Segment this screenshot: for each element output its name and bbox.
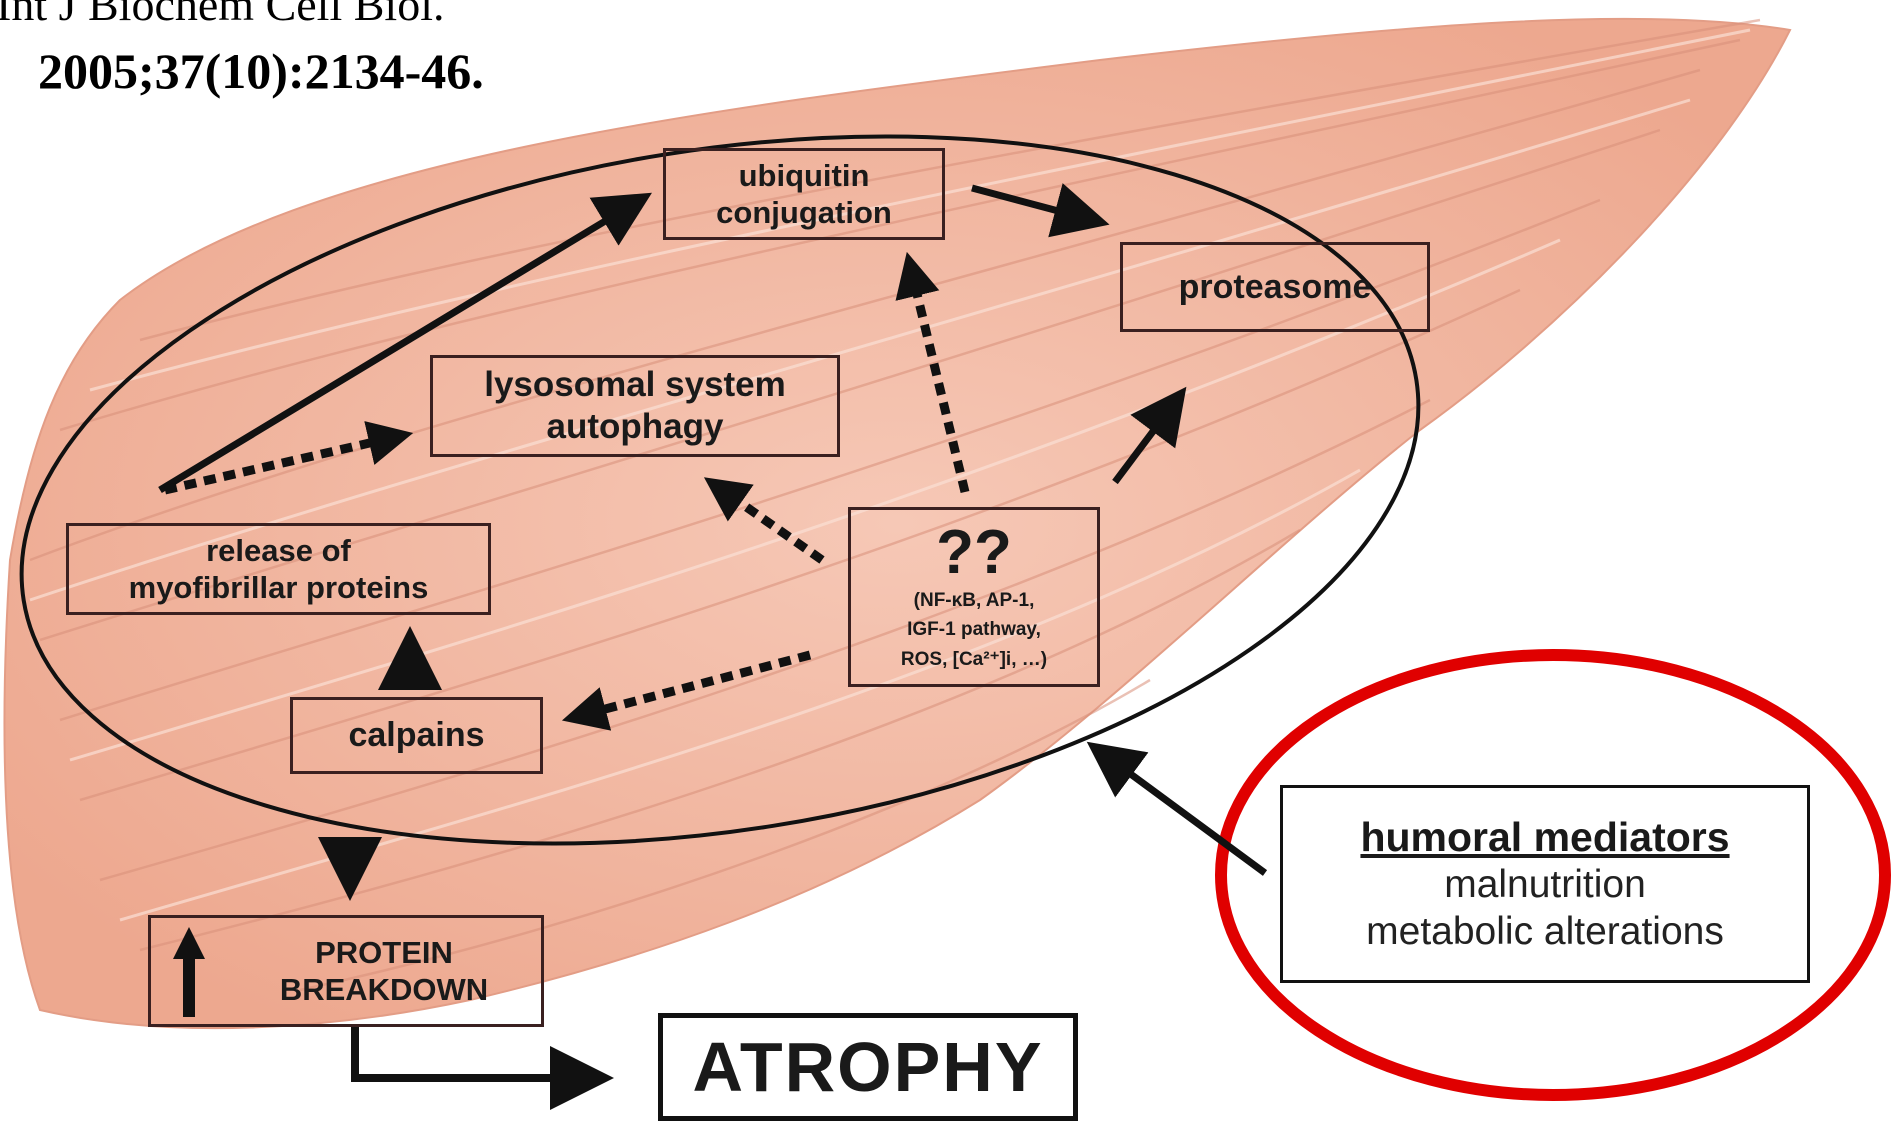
node-label: proteasome bbox=[1179, 267, 1372, 308]
node-proteasome: proteasome bbox=[1120, 242, 1430, 332]
node-humoral-mediators: humoral mediators malnutrition metabolic… bbox=[1280, 785, 1810, 983]
node-label: lysosomal system bbox=[484, 364, 786, 406]
node-unknown-mediators: ?? (NF-κB, AP-1, IGF-1 pathway, ROS, [Ca… bbox=[848, 507, 1100, 687]
node-release-myofibrillar: release of myofibrillar proteins bbox=[66, 523, 491, 615]
humoral-heading: humoral mediators bbox=[1360, 813, 1729, 862]
detail-line: IGF-1 pathway, bbox=[907, 617, 1041, 643]
up-arrow-icon bbox=[169, 918, 209, 1024]
node-label: myofibrillar proteins bbox=[129, 569, 429, 606]
arrow-breakdown-to-atrophy bbox=[355, 1027, 598, 1078]
citation-journal: Int J Biochem Cell Biol. bbox=[0, 0, 444, 31]
detail-line: ROS, [Ca²⁺]i, …) bbox=[901, 647, 1047, 673]
humoral-line: metabolic alterations bbox=[1366, 909, 1724, 956]
node-label: PROTEIN bbox=[315, 934, 453, 971]
question-marks: ?? bbox=[936, 522, 1012, 584]
node-protein-breakdown: PROTEIN BREAKDOWN bbox=[148, 915, 544, 1027]
node-label: calpains bbox=[348, 715, 484, 756]
node-atrophy: ATROPHY bbox=[658, 1013, 1078, 1121]
node-label: ubiquitin bbox=[739, 157, 870, 194]
node-label: ATROPHY bbox=[692, 1025, 1043, 1109]
humoral-line: malnutrition bbox=[1444, 862, 1646, 909]
node-ubiquitin-conjugation: ubiquitin conjugation bbox=[663, 148, 945, 240]
citation-reference: 2005;37(10):2134-46. bbox=[38, 42, 484, 100]
detail-line: (NF-κB, AP-1, bbox=[914, 588, 1035, 614]
node-label: conjugation bbox=[716, 194, 892, 231]
node-label: BREAKDOWN bbox=[280, 971, 488, 1008]
node-calpains: calpains bbox=[290, 697, 543, 774]
node-label: autophagy bbox=[547, 406, 724, 448]
node-label: release of bbox=[206, 532, 351, 569]
node-lysosomal-system: lysosomal system autophagy bbox=[430, 355, 840, 457]
